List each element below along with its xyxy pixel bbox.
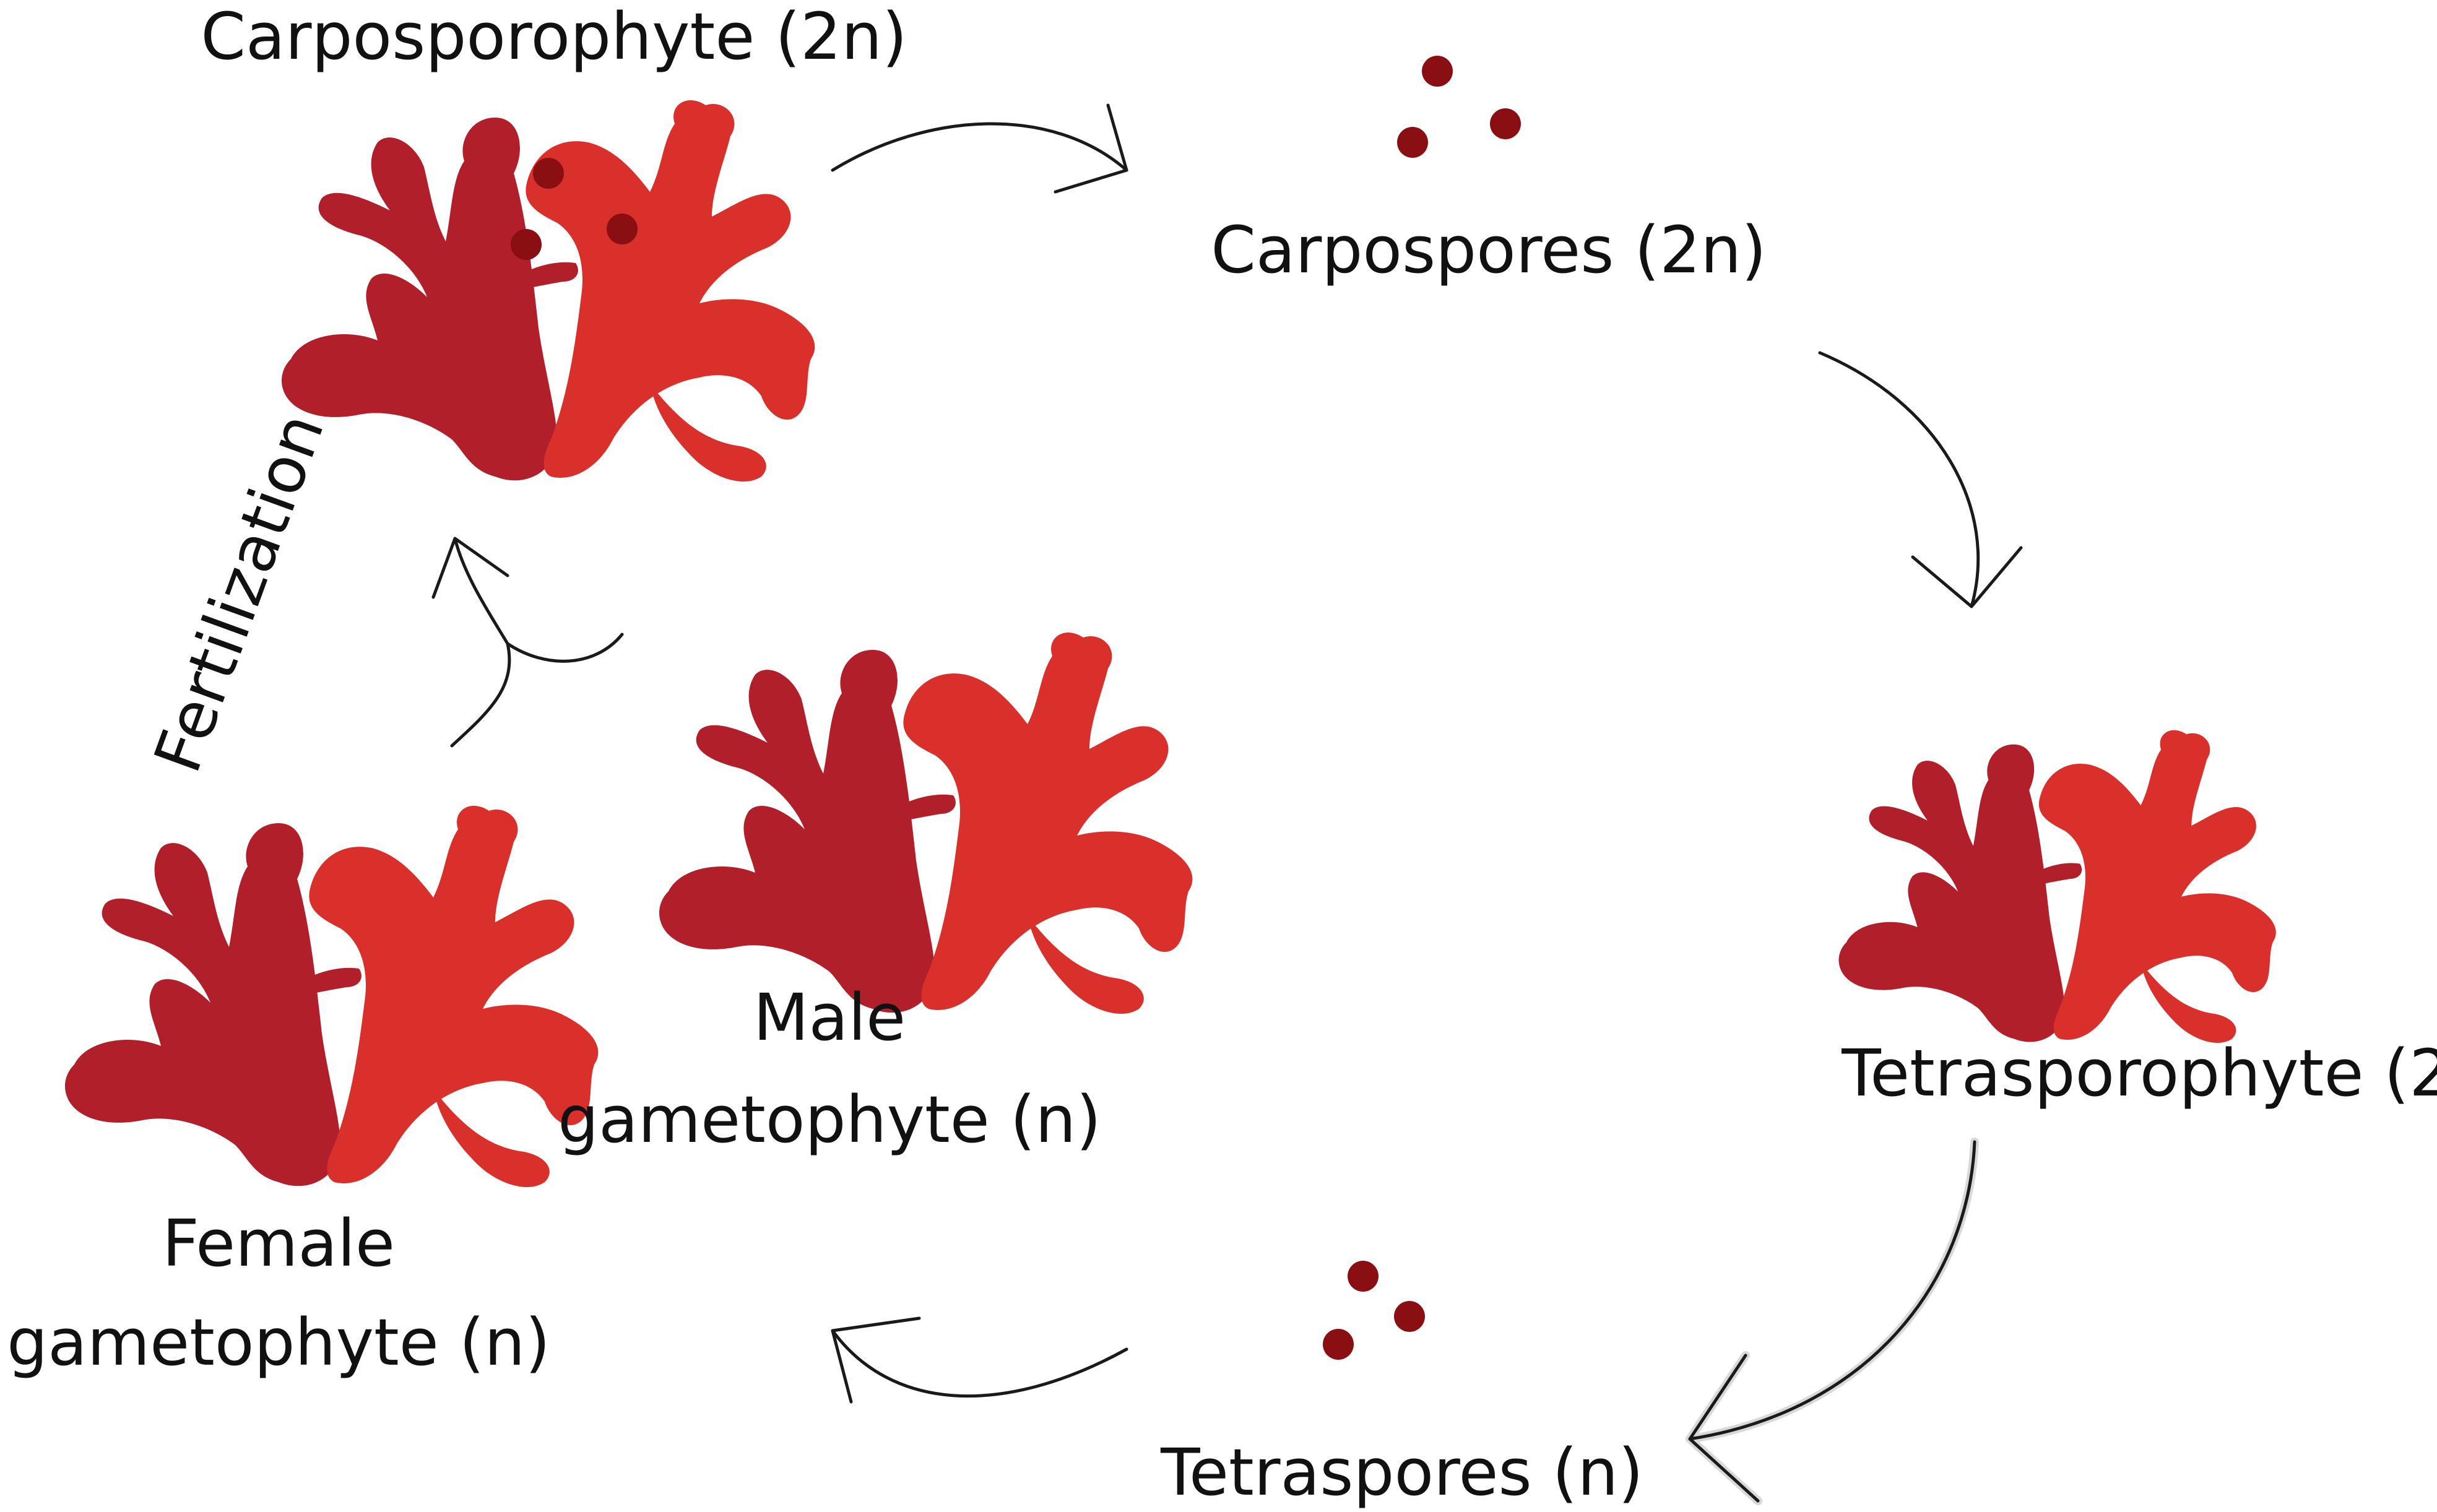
carposporophyte-label: Carposporophyte (2n) <box>201 0 907 74</box>
spore-dot-icon <box>1397 127 1428 158</box>
female-gametophyte-label-line1: Female <box>162 1206 395 1281</box>
arrow-gametophytes-to-carposporophyte <box>431 537 624 748</box>
tetrasporophyte-plant <box>1838 730 2276 1043</box>
spore-dot-icon <box>533 158 564 189</box>
spore-dot-icon <box>607 214 638 244</box>
male-gametophyte-label-line1: Male <box>753 980 906 1055</box>
spore-dot-icon <box>1323 1329 1354 1360</box>
spore-dot-icon <box>1422 56 1453 87</box>
spore-dot-icon <box>511 229 542 260</box>
carposporophyte-plant <box>282 100 815 482</box>
carpospores-group <box>1397 56 1521 158</box>
arrow-carposporophyte-to-carpospores <box>831 103 1128 194</box>
female-gametophyte-label-line2: gametophyte (n) <box>7 1305 550 1380</box>
red-seaweed-icon <box>282 100 815 482</box>
tetraspores-group <box>1323 1261 1425 1360</box>
spore-dot-icon <box>1348 1261 1379 1292</box>
female-gametophyte-plant <box>65 805 599 1188</box>
red-seaweed-icon <box>65 805 599 1188</box>
tetrasporophyte-label: Tetrasporophyte (2n) <box>1841 1035 2437 1111</box>
arrow-tetraspores-to-gametophytes <box>831 1316 1128 1404</box>
male-gametophyte-label-line2: gametophyte (n) <box>558 1082 1101 1157</box>
spore-dot-icon <box>1490 108 1521 139</box>
arrow-tetrasporophyte-to-tetraspores <box>1686 1138 1979 1505</box>
male-gametophyte-plant <box>659 632 1193 1014</box>
spore-dot-icon <box>1394 1301 1425 1332</box>
fertilization-label: Fertilization <box>139 404 339 782</box>
red-seaweed-icon <box>659 632 1193 1014</box>
tetraspores-label: Tetraspores (n) <box>1160 1435 1643 1510</box>
red-seaweed-icon <box>1838 730 2276 1043</box>
arrow-carpospores-to-tetrasporophyte <box>1818 351 2023 608</box>
carpospores-label: Carpospores (2n) <box>1211 212 1767 288</box>
